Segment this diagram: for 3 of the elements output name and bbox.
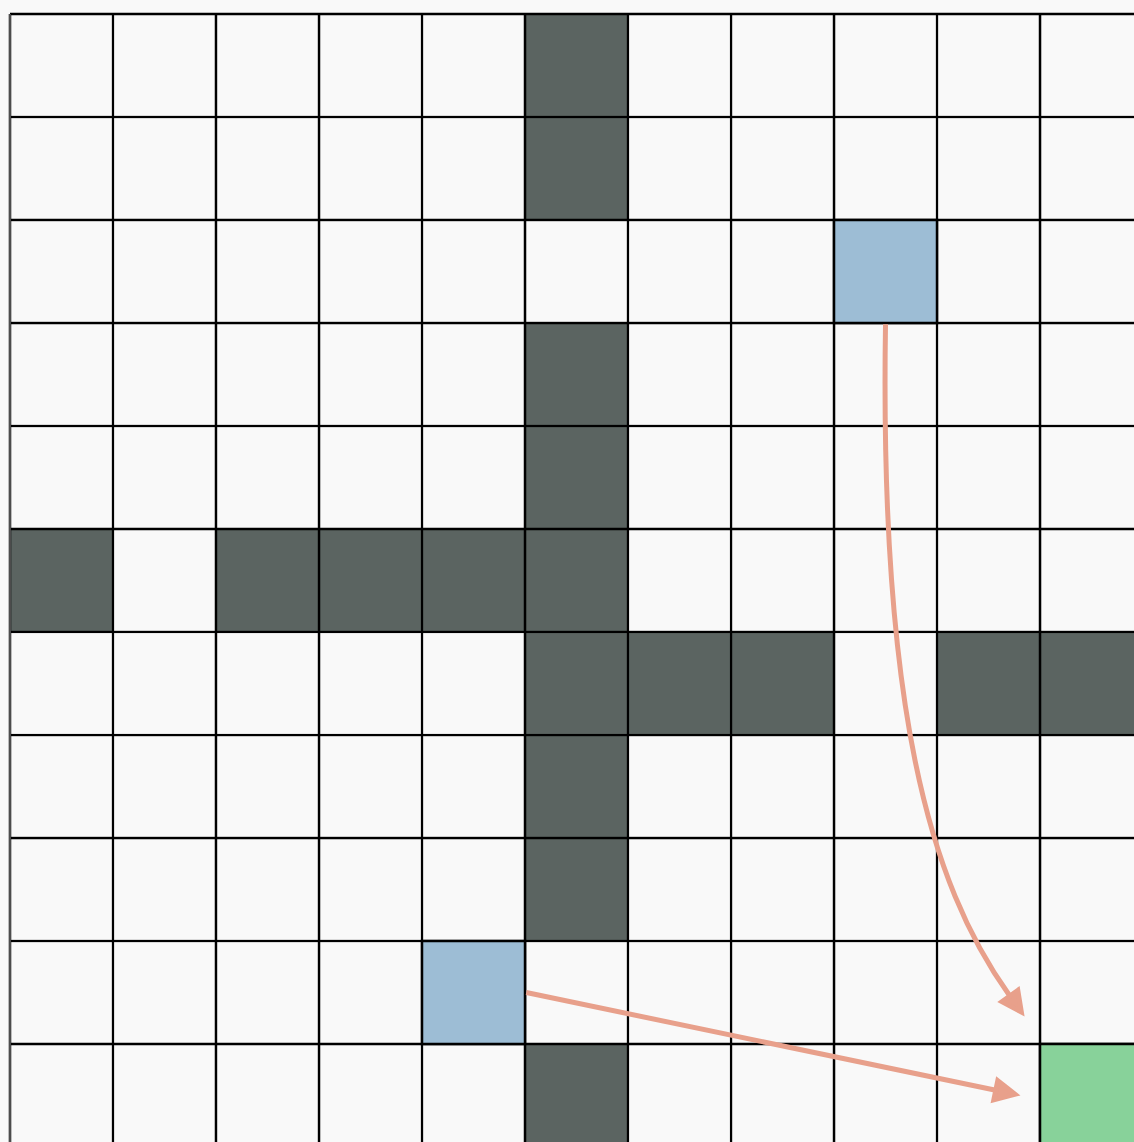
cell [420,939,527,1046]
cell [832,218,939,325]
cell [1038,1042,1134,1142]
